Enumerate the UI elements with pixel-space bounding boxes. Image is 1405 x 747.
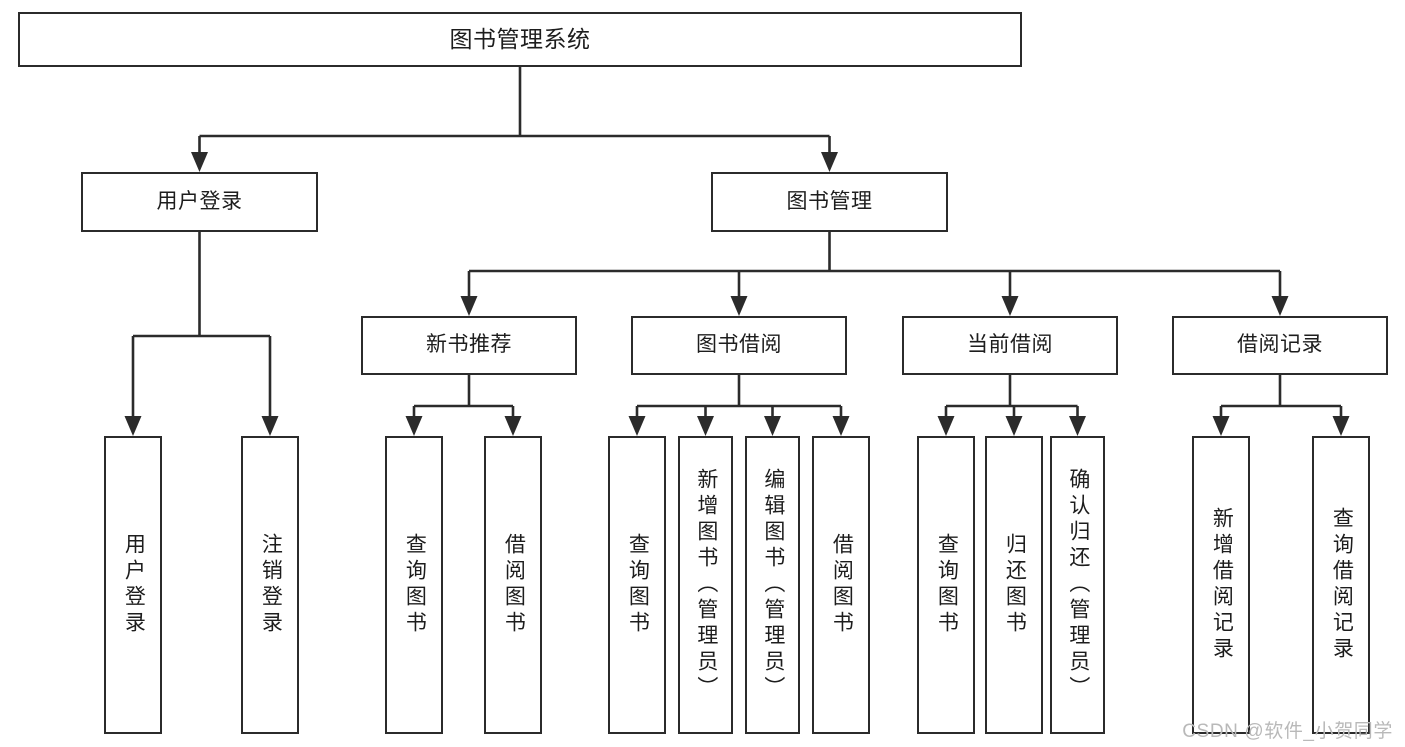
- node-book-manage[interactable]: 图书管理: [711, 172, 948, 232]
- node-label-borrow-record: 借阅记录: [1237, 333, 1323, 357]
- arrow-icon-leaf-add-book: [697, 416, 714, 436]
- node-leaf-query-book-2[interactable]: 查询图书: [608, 436, 666, 734]
- node-label-user-login: 用户登录: [156, 189, 243, 213]
- arrow-icon-leaf-query-book-3: [937, 416, 955, 436]
- node-borrow-record[interactable]: 借阅记录: [1172, 316, 1388, 375]
- node-label-leaf-user-login: 用户登录: [122, 533, 146, 637]
- arrow-icon-leaf-user-login: [124, 416, 142, 436]
- node-label-book-borrow: 图书借阅: [696, 333, 782, 357]
- node-leaf-borrow-book-1[interactable]: 借阅图书: [484, 436, 542, 734]
- node-leaf-return-book[interactable]: 归还图书: [985, 436, 1043, 734]
- node-leaf-borrow-book-2[interactable]: 借阅图书: [812, 436, 870, 734]
- node-label-leaf-add-book: 新增图书（管理员）: [694, 468, 718, 702]
- node-label-leaf-query-book-1: 查询图书: [403, 533, 427, 637]
- node-label-current-borrow: 当前借阅: [967, 333, 1053, 357]
- node-new-book-rec[interactable]: 新书推荐: [361, 316, 577, 375]
- arrow-icon-leaf-return-book: [1005, 416, 1023, 436]
- node-leaf-query-record[interactable]: 查询借阅记录: [1312, 436, 1370, 734]
- watermark-text: CSDN @软件_小贺同学: [1182, 721, 1393, 742]
- arrow-icon-current-borrow: [1001, 296, 1019, 316]
- arrow-icon-leaf-borrow-book-1: [504, 416, 522, 436]
- arrow-icon-leaf-logout: [261, 416, 279, 436]
- arrow-icon-leaf-add-record: [1212, 416, 1230, 436]
- node-label-leaf-query-book-2: 查询图书: [626, 533, 650, 637]
- arrow-icon-leaf-query-record: [1332, 416, 1350, 436]
- node-leaf-query-book-3[interactable]: 查询图书: [917, 436, 975, 734]
- node-label-leaf-borrow-book-2: 借阅图书: [830, 533, 854, 637]
- node-label-leaf-query-book-3: 查询图书: [935, 533, 959, 637]
- arrow-icon-leaf-confirm-return: [1069, 416, 1086, 436]
- arrow-icon-borrow-record: [1271, 296, 1289, 316]
- node-label-leaf-borrow-book-1: 借阅图书: [502, 533, 526, 637]
- arrow-icon-leaf-query-book-1: [405, 416, 423, 436]
- arrow-icon-leaf-edit-book: [764, 416, 781, 436]
- node-label-root: 图书管理系统: [449, 25, 591, 52]
- arrow-icon-book-borrow: [730, 296, 748, 316]
- arrow-icon-user-login: [191, 152, 208, 172]
- node-user-login[interactable]: 用户登录: [81, 172, 318, 232]
- arrow-icon-leaf-borrow-book-2: [832, 416, 850, 436]
- node-current-borrow[interactable]: 当前借阅: [902, 316, 1118, 375]
- node-leaf-add-book[interactable]: 新增图书（管理员）: [678, 436, 733, 734]
- node-label-leaf-confirm-return: 确认归还（管理员）: [1066, 468, 1090, 702]
- arrow-icon-new-book-rec: [460, 296, 478, 316]
- node-leaf-confirm-return[interactable]: 确认归还（管理员）: [1050, 436, 1105, 734]
- node-label-leaf-add-record: 新增借阅记录: [1210, 507, 1234, 663]
- node-leaf-edit-book[interactable]: 编辑图书（管理员）: [745, 436, 800, 734]
- node-leaf-query-book-1[interactable]: 查询图书: [385, 436, 443, 734]
- node-label-new-book-rec: 新书推荐: [426, 333, 512, 357]
- node-label-leaf-return-book: 归还图书: [1003, 533, 1027, 637]
- node-leaf-logout[interactable]: 注销登录: [241, 436, 299, 734]
- node-label-leaf-logout: 注销登录: [259, 533, 283, 637]
- node-label-leaf-query-record: 查询借阅记录: [1330, 507, 1354, 663]
- node-book-borrow[interactable]: 图书借阅: [631, 316, 847, 375]
- arrow-icon-book-manage: [821, 152, 838, 172]
- node-label-leaf-edit-book: 编辑图书（管理员）: [761, 468, 785, 702]
- node-leaf-add-record[interactable]: 新增借阅记录: [1192, 436, 1250, 734]
- node-root[interactable]: 图书管理系统: [18, 12, 1022, 67]
- node-leaf-user-login[interactable]: 用户登录: [104, 436, 162, 734]
- arrow-icon-leaf-query-book-2: [628, 416, 646, 436]
- node-label-book-manage: 图书管理: [786, 189, 873, 213]
